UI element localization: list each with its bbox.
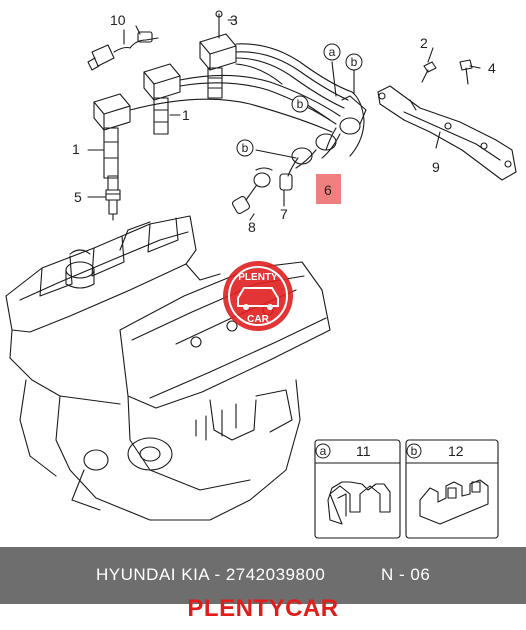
highlight-box-6 (316, 174, 341, 204)
leader-lines (87, 19, 481, 221)
plug-wire-8 (231, 167, 273, 215)
spark-plug-5 (105, 175, 121, 221)
inset-letter-b: b (411, 444, 418, 458)
circle-a (323, 43, 341, 61)
callout-b1: b (351, 55, 358, 69)
inset-number-12: 12 (448, 443, 464, 459)
footer-bar: HYUNDAI KIA - 2742039800 N - 06 (0, 547, 526, 604)
footer-brand: HYUNDAI KIA (96, 565, 210, 584)
bolt-4 (459, 59, 473, 85)
bracket-9 (377, 85, 517, 181)
callout-1b: 1 (182, 107, 190, 123)
circle-b1 (345, 53, 363, 71)
callout-5: 5 (74, 189, 82, 205)
inset-circle-b (406, 443, 422, 459)
circle-b3 (236, 139, 254, 157)
callout-1a: 1 (72, 141, 80, 157)
inset-number-11: 11 (356, 443, 371, 459)
footer-ref: N - 06 (381, 565, 431, 584)
sensor-part-10 (87, 29, 159, 71)
inset-letter-a: a (320, 444, 327, 458)
ignition-coil-1 (93, 93, 131, 179)
callout-a: a (329, 45, 336, 59)
plug-wire-7 (279, 157, 299, 201)
watermark-logo: PLENTY CAR (223, 261, 293, 331)
footer-part-number: - 2742039800 (214, 565, 326, 584)
footer-brand-part: HYUNDAI KIA - 2742039800 (96, 565, 325, 585)
callout-8: 8 (248, 219, 256, 235)
inset-box-a (314, 439, 401, 539)
bolt-2 (421, 61, 437, 83)
inset-box-b (405, 439, 499, 539)
callout-b3: b (242, 141, 249, 155)
callout-4: 4 (488, 60, 496, 76)
wiring-harness (129, 43, 367, 157)
inset-circle-a (315, 443, 331, 459)
wire-boots-6 (291, 117, 361, 169)
watermark-bottom: CAR (247, 314, 269, 325)
callout-10: 10 (110, 12, 126, 28)
callout-9: 9 (432, 159, 440, 175)
ignition-coil-middle (143, 63, 181, 135)
callout-2: 2 (420, 35, 428, 51)
callout-b2: b (297, 97, 304, 111)
callout-3: 3 (230, 12, 238, 28)
circle-b2 (291, 95, 309, 113)
engine-block (5, 215, 331, 521)
callout-6: 6 (324, 182, 332, 198)
callout-7: 7 (280, 206, 288, 222)
watermark-top: PLENTY (238, 272, 278, 283)
site-brand: PLENTYCAR (187, 595, 339, 622)
